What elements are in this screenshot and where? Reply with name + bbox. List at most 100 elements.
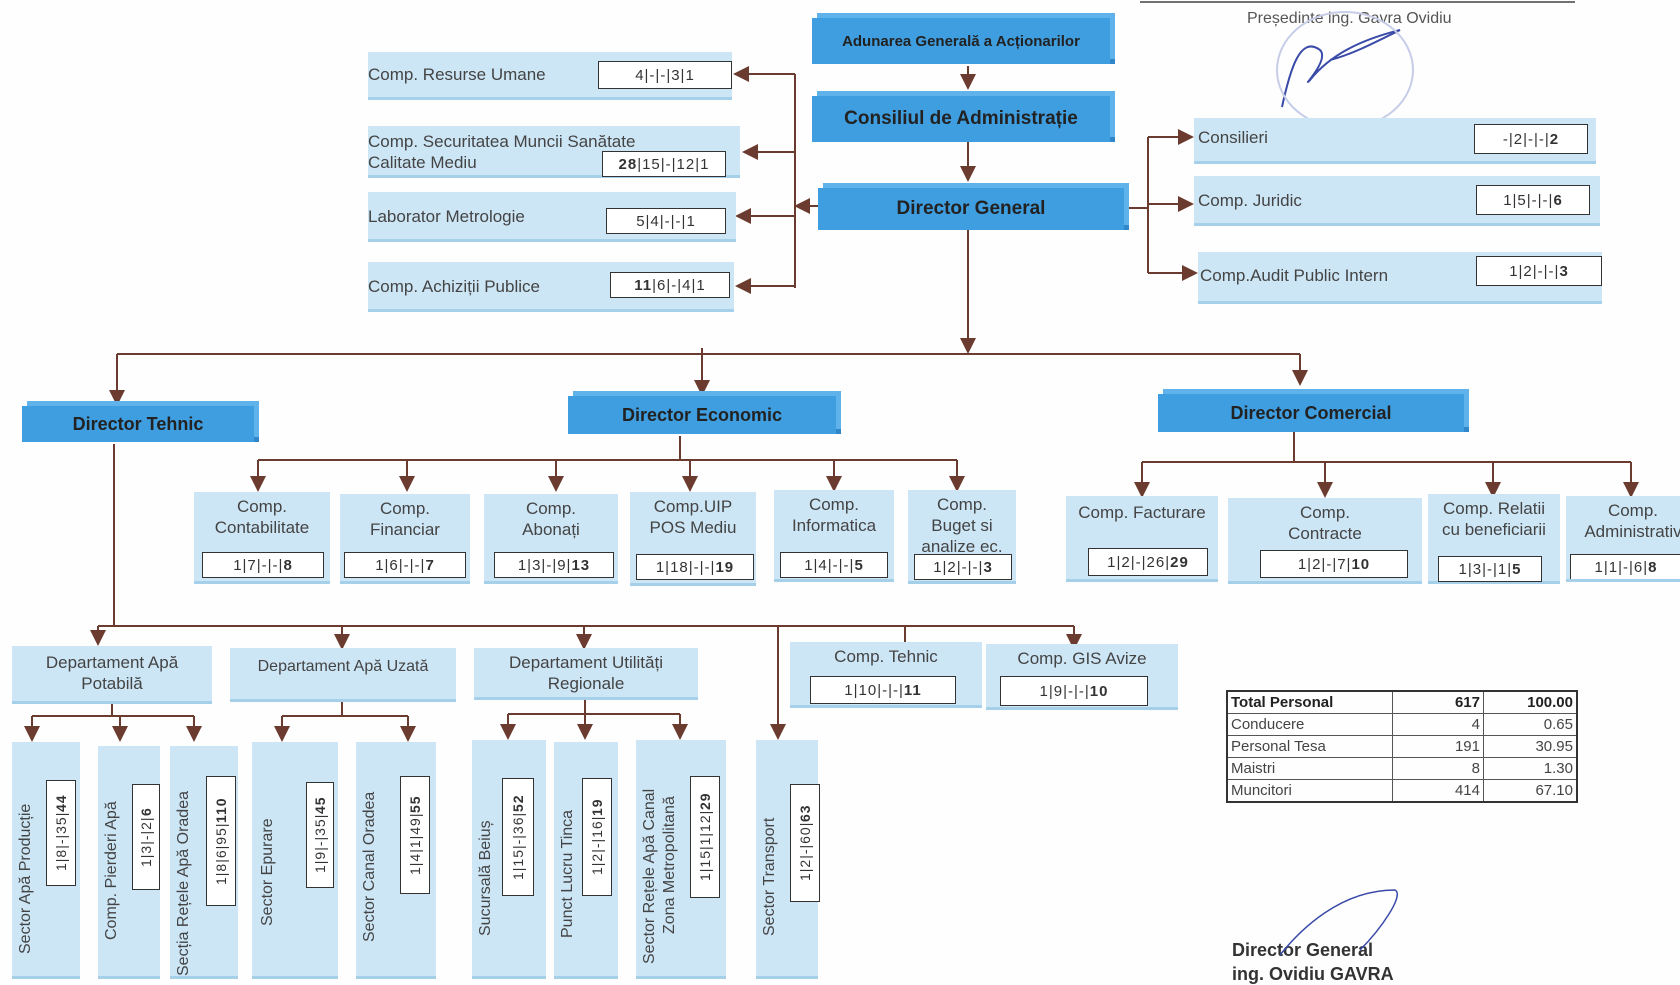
sector-label: Sucursală Beiuș bbox=[477, 820, 494, 936]
signature-title: Director General bbox=[1232, 940, 1374, 960]
dept-utilitati-regionale[interactable]: Departament Utilități Regionale bbox=[474, 648, 698, 700]
unit-juridic[interactable]: Comp. Juridic 1|5|-|-|6 bbox=[1194, 176, 1600, 226]
sector-epurare[interactable]: Sector Epurare 1|9|-|35|45 bbox=[252, 742, 338, 979]
comp-pierderi-apa[interactable]: Comp. Pierderi Apă 1|3|-|2|6 bbox=[98, 746, 160, 979]
sector-code: 1|15|1|12|29 bbox=[690, 776, 720, 898]
company-stamp bbox=[1276, 11, 1414, 129]
unit-abonati[interactable]: Comp. Abonați 1|3|-|9|13 bbox=[484, 494, 618, 584]
table-cell: 100.00 bbox=[1483, 690, 1578, 714]
table-row: Personal Tesa 191 30.95 bbox=[1226, 735, 1578, 758]
unit-label-line1: Comp. bbox=[1299, 503, 1351, 522]
sector-code: 1|2|-|16|19 bbox=[582, 778, 612, 896]
sector-label: Sector Transport bbox=[761, 817, 778, 936]
unit-label: Consilieri bbox=[1198, 128, 1268, 147]
unit-contabilitate[interactable]: Comp. Contabilitate 1|7|-|-|8 bbox=[194, 492, 330, 584]
unit-label-line1: Comp. bbox=[525, 499, 577, 518]
sector-canal-oradea[interactable]: Sector Canal Oradea 1|4|1|49|55 bbox=[356, 742, 436, 979]
unit-audit-public-intern[interactable]: Comp.Audit Public Intern 1|2|-|-|3 bbox=[1198, 252, 1602, 304]
unit-resurse-umane[interactable]: Comp. Resurse Umane 4|-|-|3|1 bbox=[368, 52, 732, 100]
unit-comp-tehnic[interactable]: Comp. Tehnic 1|10|-|-|11 bbox=[790, 642, 982, 708]
president-line: Președinte ing. Gavra Ovidiu bbox=[1247, 10, 1452, 27]
unit-code: 4|-|-|3|1 bbox=[598, 61, 732, 89]
unit-label: Comp. Tehnic bbox=[834, 647, 938, 666]
director-tehnic-box[interactable]: Director Tehnic bbox=[22, 406, 254, 442]
unit-code: 1|3|-|1|5 bbox=[1438, 556, 1542, 582]
director-general-box[interactable]: Director General bbox=[818, 188, 1124, 230]
unit-label-line2: cu beneficiarii bbox=[1442, 520, 1546, 539]
unit-gis-avize[interactable]: Comp. GIS Avize 1|9|-|-|10 bbox=[986, 644, 1178, 710]
director-comercial-box[interactable]: Director Comercial bbox=[1158, 394, 1464, 432]
unit-label: Comp.Audit Public Intern bbox=[1200, 266, 1389, 285]
unit-code: 1|9|-|-|10 bbox=[1000, 676, 1148, 706]
sector-apa-productie[interactable]: Sector Apă Producție 1|8|-|35|44 bbox=[12, 742, 80, 979]
sectia-retele-apa-oradea[interactable]: Secția Rețele Apă Oradea 1|8|6|95|110 bbox=[170, 746, 238, 979]
table-cell: Personal Tesa bbox=[1226, 735, 1393, 758]
unit-contracte[interactable]: Comp. Contracte 1|2|-|7|10 bbox=[1228, 498, 1422, 584]
unit-label-line1: Comp. Relatii bbox=[1442, 499, 1546, 518]
dept-apa-potabila[interactable]: Departament Apă Potabilă bbox=[12, 646, 212, 704]
table-header-row: Total Personal 617 100.00 bbox=[1226, 690, 1578, 714]
table-cell: 4 bbox=[1392, 713, 1484, 736]
unit-administrativ[interactable]: Comp. Administrativ 1|1|-|6|8 bbox=[1566, 496, 1680, 582]
unit-label-line1: Comp.UIP bbox=[653, 497, 733, 516]
unit-label-line2: POS Mediu bbox=[649, 518, 737, 537]
unit-code: 1|18|-|-|19 bbox=[636, 554, 754, 580]
director-economic-box[interactable]: Director Economic bbox=[568, 396, 836, 434]
unit-financiar[interactable]: Comp. Financiar 1|6|-|-|7 bbox=[340, 494, 470, 584]
unit-achizitii-publice[interactable]: Comp. Achiziții Publice 11|6|-|4|1 bbox=[368, 262, 734, 312]
unit-label-line1: Comp. Facturare bbox=[1078, 503, 1206, 522]
unit-label-line1: Comp. bbox=[808, 495, 860, 514]
table-cell: 414 bbox=[1392, 779, 1484, 803]
unit-label-line1: Comp. bbox=[379, 499, 431, 518]
unit-code: 1|2|-|7|10 bbox=[1260, 550, 1408, 578]
sector-transport[interactable]: Sector Transport 1|2|-|60|63 bbox=[756, 740, 820, 979]
table-cell: Maistri bbox=[1226, 757, 1393, 780]
unit-laborator-metrologie[interactable]: Laborator Metrologie 5|4|-|-|1 bbox=[368, 192, 736, 242]
unit-code: 1|3|-|9|13 bbox=[494, 552, 614, 578]
table-cell: Total Personal bbox=[1226, 690, 1393, 714]
president-signature bbox=[1281, 29, 1401, 108]
sector-label: Sector Rețele Apă Canal bbox=[641, 788, 658, 964]
table-cell: Conducere bbox=[1226, 713, 1393, 736]
unit-relatii-beneficiarii[interactable]: Comp. Relatii cu beneficiarii 1|3|-|1|5 bbox=[1428, 494, 1560, 584]
unit-label: Comp. GIS Avize bbox=[1017, 649, 1147, 668]
table-cell: 8 bbox=[1392, 757, 1484, 780]
sector-code: 1|2|-|60|63 bbox=[790, 784, 820, 902]
unit-buget-analize[interactable]: Comp. Buget si analize ec. 1|2|-|-|3 bbox=[908, 490, 1016, 584]
unit-label-line1: Comp. bbox=[1607, 501, 1659, 520]
unit-securitatea-muncii[interactable]: Comp. Securitatea Muncii Sanătate Calita… bbox=[368, 126, 740, 178]
unit-label-line2: Abonați bbox=[522, 520, 580, 539]
unit-code: 1|6|-|-|7 bbox=[344, 552, 466, 578]
table-cell: 617 bbox=[1392, 690, 1484, 714]
unit-label-line1: Comp. bbox=[236, 497, 288, 516]
dept-apa-uzata[interactable]: Departament Apă Uzată bbox=[230, 648, 456, 702]
sucursala-beius[interactable]: Sucursală Beiuș 1|15|-|36|52 bbox=[472, 740, 546, 979]
sector-retele-zona-metropolitana[interactable]: Sector Rețele Apă Canal Zona Metropolita… bbox=[636, 740, 726, 979]
unit-facturare[interactable]: Comp. Facturare 1|2|-|26|29 bbox=[1066, 496, 1218, 582]
unit-informatica[interactable]: Comp. Informatica 1|4|-|-|5 bbox=[774, 490, 894, 582]
unit-code: 1|7|-|-|8 bbox=[202, 552, 324, 578]
table-cell: Muncitori bbox=[1226, 779, 1393, 803]
board-box[interactable]: Consiliul de Administrație bbox=[812, 96, 1110, 142]
sector-code: 1|4|1|49|55 bbox=[400, 776, 430, 894]
assembly-box[interactable]: Adunarea Generală a Acționarilor bbox=[812, 18, 1110, 64]
punct-lucru-tinca[interactable]: Punct Lucru Tinca 1|2|-|16|19 bbox=[554, 742, 618, 979]
sector-code: 1|8|-|35|44 bbox=[46, 780, 76, 886]
table-cell: 191 bbox=[1392, 735, 1484, 758]
sector-label: Sector Epurare bbox=[259, 818, 276, 926]
sector-label: Punct Lucru Tinca bbox=[559, 809, 576, 938]
unit-code: 1|5|-|-|6 bbox=[1476, 185, 1590, 215]
table-cell: 0.65 bbox=[1483, 713, 1578, 736]
unit-code: 11|6|-|4|1 bbox=[610, 272, 730, 298]
dept-label-line2: Regionale bbox=[547, 674, 625, 693]
unit-uip-pos-mediu[interactable]: Comp.UIP POS Mediu 1|18|-|-|19 bbox=[630, 492, 756, 586]
sector-code: 1|3|-|2|6 bbox=[132, 784, 160, 890]
unit-code: 1|2|-|-|3 bbox=[914, 554, 1012, 580]
unit-label: Comp. Resurse Umane bbox=[368, 65, 546, 84]
table-cell: 1.30 bbox=[1483, 757, 1578, 780]
unit-consilieri[interactable]: Consilieri -|2|-|-|2 bbox=[1194, 118, 1596, 164]
sector-label: Sector Apă Producție bbox=[17, 803, 34, 954]
sector-code: 1|9|-|35|45 bbox=[306, 782, 334, 888]
table-cell: 30.95 bbox=[1483, 735, 1578, 758]
